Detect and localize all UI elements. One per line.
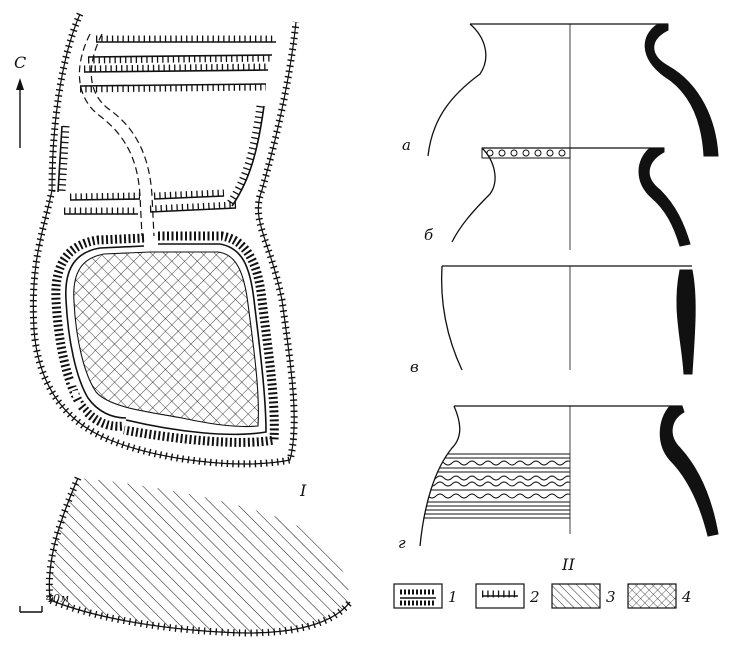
vessel-b: б — [424, 147, 691, 250]
main-enclosure — [51, 231, 279, 447]
legend-number-4: 4 — [681, 588, 692, 606]
legend-item-3: 3 — [551, 583, 616, 609]
stamped-dots — [486, 149, 566, 157]
legend-number-3: 3 — [606, 588, 616, 606]
legend-number-1: 1 — [448, 588, 458, 606]
vessels-label: II — [561, 555, 575, 574]
vessel-a: а — [402, 23, 719, 157]
north-arrow: С — [14, 53, 26, 148]
plan-label: I — [299, 481, 307, 500]
scale-bar: 40м — [19, 592, 69, 613]
incised-decoration — [421, 453, 570, 519]
legend-item-4: 4 — [627, 583, 692, 609]
road — [78, 33, 155, 237]
legend-item-1: 1 — [393, 583, 458, 609]
legend-item-2: 2 — [475, 583, 540, 609]
vessel-g-label: г — [398, 534, 406, 552]
enclosure-top-ditches — [64, 189, 237, 215]
scale-label: 40м — [45, 592, 69, 605]
lower-plateau — [49, 478, 350, 633]
upper-ditches — [79, 35, 276, 93]
vessel-b-label: б — [424, 226, 434, 244]
pottery-profiles: а б в — [398, 23, 719, 574]
north-label: С — [14, 53, 26, 72]
vessel-a-label: а — [402, 136, 411, 154]
outer-slope-contour — [32, 13, 297, 465]
legend: 1 2 3 4 — [393, 583, 692, 609]
site-plan: С 40м I — [14, 12, 353, 637]
legend-number-2: 2 — [529, 588, 540, 606]
vessel-v-label: в — [410, 358, 419, 376]
vessel-g: г — [398, 405, 719, 552]
side-ditches — [57, 105, 265, 208]
vessel-v: в — [410, 265, 696, 376]
